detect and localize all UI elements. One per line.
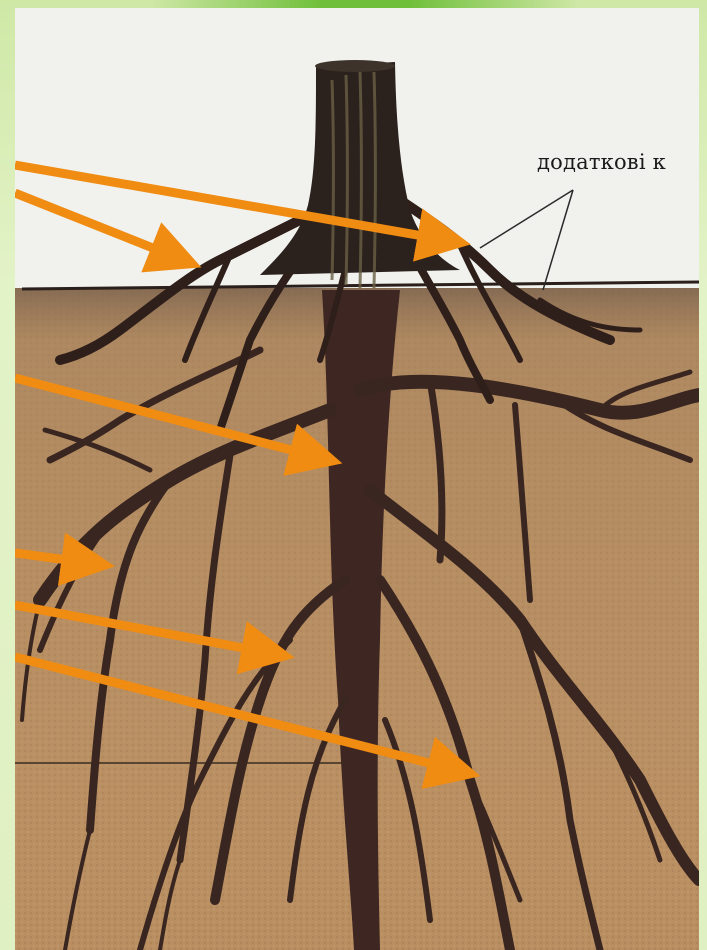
adventitious-roots-label: додаткові к	[537, 150, 666, 174]
arrow-to-adventitious-left	[15, 193, 178, 258]
